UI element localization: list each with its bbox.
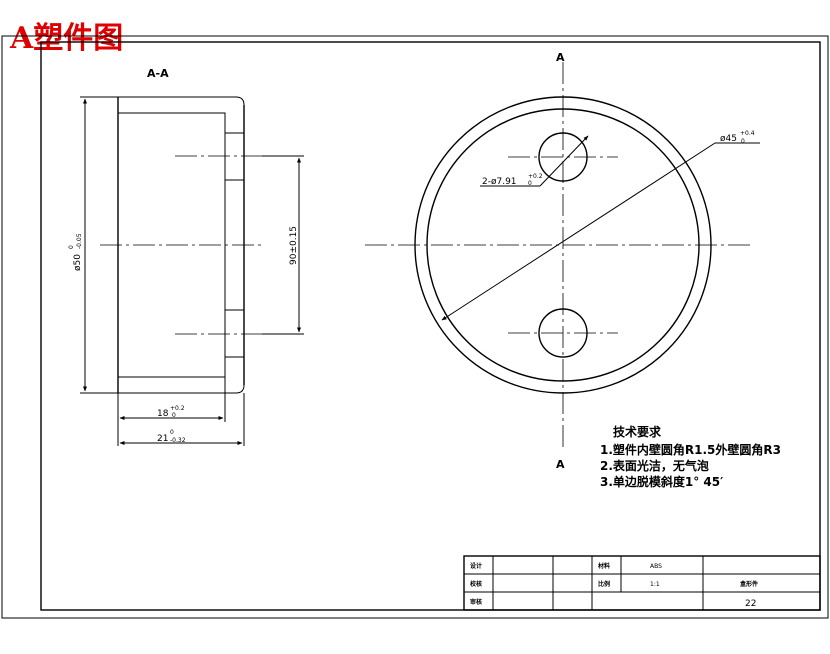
tb-scale-value: 1:1 xyxy=(650,581,660,588)
svg-text:0: 0 xyxy=(68,245,75,249)
tb-drawing-no: 22 xyxy=(745,599,756,609)
tb-material-label: 材料 xyxy=(597,562,610,570)
svg-text:90±0.15: 90±0.15 xyxy=(289,226,299,265)
svg-text:+0.2: +0.2 xyxy=(528,173,543,180)
dim-inner-dia: ø45 +0.4 0 xyxy=(720,130,755,145)
svg-text:21: 21 xyxy=(157,434,168,444)
tb-material-value: ABS xyxy=(650,563,662,570)
notes-heading: 技术要求 xyxy=(613,424,662,439)
svg-text:+0.4: +0.4 xyxy=(740,130,755,137)
dim-outer-dia: ø50 0 -0.05 xyxy=(68,233,83,271)
tb-part-name: 盒形件 xyxy=(739,580,758,588)
cut-mark-top: A xyxy=(556,51,565,64)
svg-text:0: 0 xyxy=(172,412,176,419)
note-item: 2.表面光洁，无气泡 xyxy=(600,458,709,473)
dim-holes: 2-ø7.91 +0.2 0 xyxy=(482,173,543,187)
svg-text:0: 0 xyxy=(741,138,745,145)
dim-line-inner-dia xyxy=(441,142,716,321)
drawing-frame xyxy=(40,41,821,611)
svg-text:ø50: ø50 xyxy=(73,254,83,271)
svg-text:ø45: ø45 xyxy=(720,134,737,144)
leader-holes xyxy=(539,135,589,187)
drawing-title: A塑件图 xyxy=(9,21,123,56)
front-view: A A ø45 +0.4 0 2-ø7.91 +0.2 0 xyxy=(365,51,760,471)
title-block-frame xyxy=(463,555,821,611)
tb-check-label: 校核 xyxy=(470,580,482,588)
tb-design-label: 设计 xyxy=(470,562,482,570)
section-label: A-A xyxy=(147,67,169,80)
svg-text:0: 0 xyxy=(528,180,532,187)
tb-scale-label: 比例 xyxy=(598,580,610,588)
svg-text:18: 18 xyxy=(157,409,169,419)
dim-inner-depth: 18 +0.2 0 xyxy=(157,405,185,419)
svg-text:0: 0 xyxy=(170,429,174,436)
svg-text:-0.32: -0.32 xyxy=(170,437,186,444)
title-block: 设计 校核 审核 材料 比例 ABS 1:1 盒形件 22 xyxy=(463,555,821,611)
sheet-outer-border xyxy=(1,35,829,619)
note-item: 1.塑件内壁圆角R1.5外壁圆角R3 xyxy=(600,442,781,457)
note-item: 3.单边脱模斜度1° 45′ xyxy=(600,474,723,489)
section-view: ø50 0 -0.05 90±0.15 18 +0.2 0 21 0 -0.32 xyxy=(68,96,304,446)
tb-review-label: 审核 xyxy=(470,598,482,606)
cut-mark-bottom: A xyxy=(556,458,565,471)
svg-text:2-ø7.91: 2-ø7.91 xyxy=(482,177,517,187)
dim-hole-spacing: 90±0.15 xyxy=(289,226,299,265)
svg-text:+0.2: +0.2 xyxy=(170,405,185,412)
svg-text:-0.05: -0.05 xyxy=(76,233,83,249)
technical-notes: 技术要求 1.塑件内壁圆角R1.5外壁圆角R3 2.表面光洁，无气泡 3.单边脱… xyxy=(600,424,781,489)
dim-total-length: 21 0 -0.32 xyxy=(157,429,186,444)
